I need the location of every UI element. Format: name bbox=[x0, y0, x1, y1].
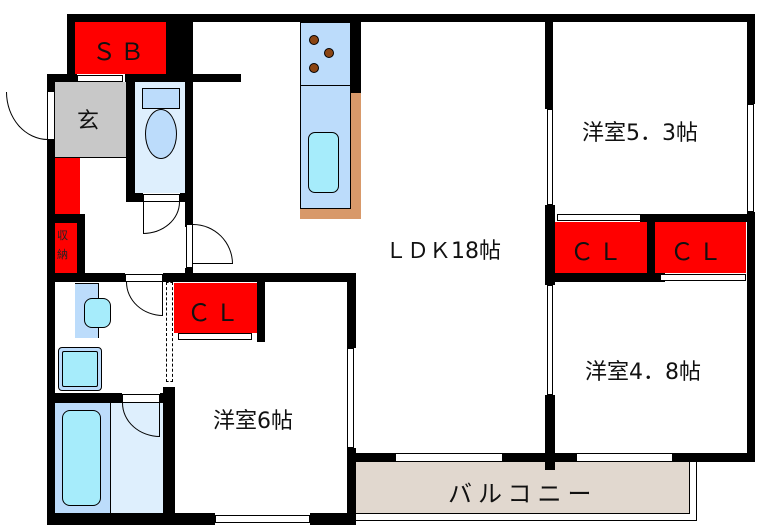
toilet-tank bbox=[142, 88, 180, 109]
washbasin bbox=[84, 298, 111, 328]
stove-divider bbox=[300, 85, 351, 86]
closet-room6-label: ＣＬ bbox=[187, 299, 243, 327]
wall bbox=[545, 395, 555, 470]
genkan-edge bbox=[55, 157, 127, 158]
closet-room53-label: ＣＬ bbox=[570, 238, 626, 266]
wall bbox=[503, 453, 576, 462]
window[interactable] bbox=[547, 285, 553, 395]
genkan bbox=[55, 82, 127, 158]
closet-door-track[interactable] bbox=[660, 274, 746, 281]
wall bbox=[347, 273, 356, 348]
closet-door-track[interactable] bbox=[557, 214, 641, 221]
wall bbox=[55, 214, 85, 223]
wall bbox=[310, 513, 356, 525]
window[interactable] bbox=[215, 515, 310, 523]
kitchen-sink bbox=[308, 132, 339, 193]
shuno-storage bbox=[55, 223, 77, 273]
sb-door-track[interactable] bbox=[77, 75, 123, 82]
wall bbox=[47, 140, 55, 525]
room-6-label: 洋室6帖 bbox=[213, 409, 293, 434]
burner-icon bbox=[324, 48, 334, 58]
wall bbox=[350, 22, 361, 93]
balcony-label: バルコニー bbox=[448, 480, 598, 508]
bath-door-frame bbox=[122, 394, 160, 403]
sb-label: ＳＢ bbox=[92, 38, 148, 66]
bathtub bbox=[62, 410, 101, 506]
wash-door-frame bbox=[125, 274, 163, 282]
wall bbox=[77, 223, 85, 273]
wall bbox=[125, 74, 241, 82]
ldk-door[interactable] bbox=[193, 224, 233, 264]
wall bbox=[47, 74, 55, 91]
wall bbox=[47, 74, 77, 82]
balcony bbox=[352, 462, 690, 514]
wall bbox=[347, 453, 356, 525]
wall bbox=[126, 82, 135, 202]
window[interactable] bbox=[547, 109, 553, 205]
wash-door[interactable] bbox=[126, 282, 163, 316]
wall bbox=[47, 513, 215, 525]
entrance-door-frame bbox=[47, 91, 55, 140]
window[interactable] bbox=[747, 104, 754, 212]
wall bbox=[747, 14, 755, 104]
closet-room53 bbox=[555, 222, 647, 273]
wall bbox=[67, 14, 75, 82]
wall bbox=[545, 14, 553, 109]
wall bbox=[55, 393, 122, 403]
window[interactable] bbox=[395, 453, 503, 462]
wall bbox=[545, 273, 665, 282]
wall bbox=[747, 212, 755, 462]
wall bbox=[47, 273, 125, 282]
ldk-label: ＬＤＫ18帖 bbox=[385, 239, 501, 264]
burner-icon bbox=[309, 35, 319, 45]
shuno-label-2: 納 bbox=[57, 248, 68, 261]
window[interactable] bbox=[576, 453, 673, 462]
wall bbox=[67, 14, 755, 22]
wall bbox=[673, 453, 755, 462]
toilet-bowl bbox=[145, 109, 177, 159]
room-48-label: 洋室4．8帖 bbox=[585, 360, 701, 385]
wall bbox=[180, 193, 193, 202]
closet-room48-label: ＣＬ bbox=[670, 238, 726, 266]
closet-room48 bbox=[655, 222, 746, 273]
toilet-door[interactable] bbox=[143, 202, 180, 234]
burner-icon bbox=[309, 63, 319, 73]
wall bbox=[347, 453, 395, 462]
wall bbox=[647, 214, 655, 282]
wall bbox=[257, 282, 265, 342]
shoe-storage bbox=[55, 158, 80, 214]
wall bbox=[160, 393, 172, 403]
wall bbox=[126, 193, 143, 202]
room6-sliding-door[interactable] bbox=[166, 282, 173, 382]
room-53-label: 洋室5．3帖 bbox=[582, 121, 698, 146]
wall bbox=[545, 205, 555, 285]
window[interactable] bbox=[347, 348, 354, 448]
washing-machine-inner bbox=[62, 351, 98, 387]
closet-room6 bbox=[174, 283, 257, 333]
wall bbox=[640, 214, 755, 222]
wall bbox=[163, 273, 356, 282]
ldk-door-frame bbox=[186, 224, 193, 268]
balcony-rail bbox=[352, 462, 697, 521]
wall bbox=[163, 387, 175, 525]
entrance-door[interactable] bbox=[6, 92, 48, 140]
genkan-label: 玄 bbox=[77, 109, 100, 134]
wall bbox=[185, 22, 193, 227]
closet-door-track[interactable] bbox=[178, 333, 252, 340]
toilet-door-frame bbox=[143, 194, 180, 202]
shuno-label-1: 収 bbox=[57, 229, 68, 242]
sb-storage bbox=[75, 22, 166, 74]
